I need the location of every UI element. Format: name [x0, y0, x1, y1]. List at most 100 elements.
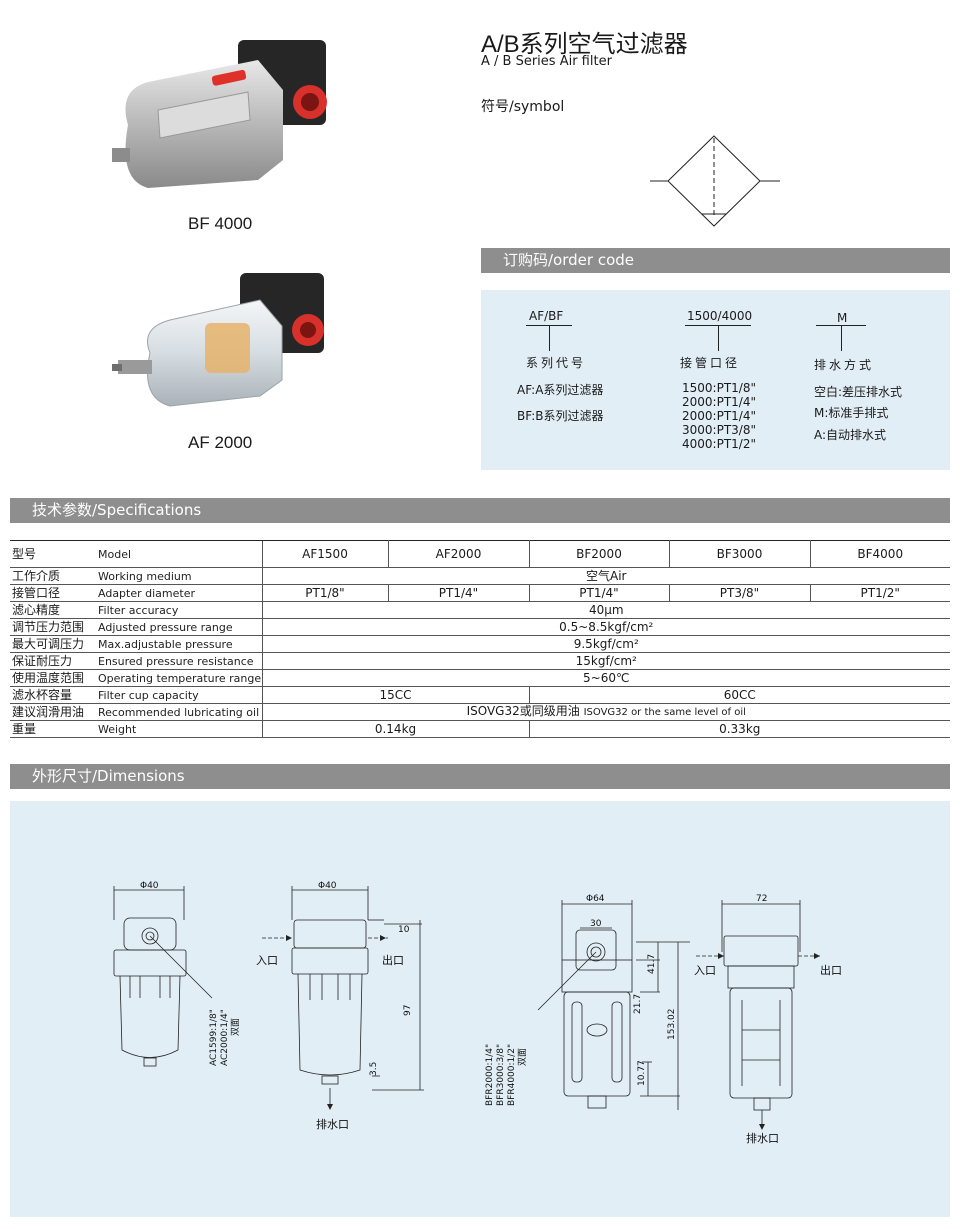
order-code-panel [481, 290, 950, 470]
order-code-col1-item: BF:B系列过滤器 [517, 409, 604, 423]
row-label-en: Filter cup capacity [96, 686, 262, 704]
dim-note: AC2000:1/4" [220, 1009, 230, 1066]
model-cell: BF3000 [668, 540, 811, 568]
table-cell: 0.33kg [528, 720, 950, 738]
table-cell: PT3/8" [668, 584, 811, 602]
table-cell: 0.14kg [261, 720, 530, 738]
table-cell: PT1/4" [528, 584, 670, 602]
dimensions-panel [10, 801, 950, 1217]
table-cell: 9.5kgf/cm² [261, 635, 950, 653]
order-code-col1-title: 系列代号 [526, 356, 587, 370]
model-cell: BF2000 [528, 540, 670, 568]
table-row: 工作介质 Working medium 空气Air [10, 567, 950, 585]
model-cell: AF2000 [387, 540, 530, 568]
row-label-en: Filter accuracy [96, 601, 262, 619]
row-label-zh: 重量 [10, 720, 96, 738]
dim-note: BFR4000:1/2" [507, 1044, 517, 1106]
dim-phi-label: Φ64 [586, 894, 605, 904]
product-caption-bf4000: BF 4000 [188, 214, 253, 233]
order-code-col3-stem [841, 325, 842, 351]
order-code-col2-item: 2000:PT1/4" [682, 409, 756, 423]
table-header-row: 型号 Model AF1500 AF2000 BF2000 BF3000 BF4… [10, 540, 950, 568]
order-code-col2-item: 3000:PT3/8" [682, 423, 756, 437]
row-label-zh: 使用温度范围 [10, 669, 96, 687]
dim-label: 21.7 [633, 994, 643, 1014]
product-image-af2000 [110, 268, 340, 418]
row-label-en: Weight [96, 720, 262, 738]
inlet-label: 入口 [694, 964, 716, 977]
dim-note: 双面 [517, 1048, 528, 1066]
symbol-label: 符号/symbol [481, 99, 565, 115]
dim-note: BFR2000:1/4" [485, 1044, 495, 1106]
order-code-col1-item: AF:A系列过滤器 [517, 383, 604, 397]
order-code-col2-item: 4000:PT1/2" [682, 437, 756, 451]
order-code-col1-code: AF/BF [529, 309, 564, 323]
order-code-col3-code: M [837, 311, 848, 325]
row-label-en: Ensured pressure resistance [96, 652, 262, 670]
product-caption-af2000: AF 2000 [188, 433, 253, 452]
dim-label: 153.02 [667, 1009, 677, 1041]
model-cell: AF1500 [261, 540, 389, 568]
table-row: 建议润滑用油 Recommended lubricating oil ISOVG… [10, 703, 950, 721]
table-cell: 5~60℃ [261, 669, 950, 687]
row-label-zh: 保证耐压力 [10, 652, 96, 670]
row-label-zh: 最大可调压力 [10, 635, 96, 653]
row-label-zh: 滤心精度 [10, 601, 96, 619]
order-code-col2-stem [718, 325, 719, 351]
dim-label: 3.5 [369, 1062, 379, 1076]
order-code-col3-item: 空白:差压排水式 [814, 385, 903, 399]
order-code-col2-item: 2000:PT1/4" [682, 395, 756, 409]
table-cell: 空气Air [261, 567, 950, 585]
row-label-en: Recommended lubricating oil [96, 703, 262, 721]
drain-label: 排水口 [316, 1117, 349, 1131]
dimensions-band: 外形尺寸/Dimensions [10, 764, 950, 789]
table-cell: 40μm [261, 601, 950, 619]
order-code-col3-item: A:自动排水式 [814, 428, 887, 442]
dim-note: BFR3000:3/8" [496, 1044, 506, 1106]
table-row: 保证耐压力 Ensured pressure resistance 15kgf/… [10, 652, 950, 670]
table-cell: 60CC [528, 686, 950, 704]
oil-value-cn: ISOVG32或同级用油 [466, 704, 580, 718]
table-cell: ISOVG32或同级用油 ISOVG32 or the same level o… [261, 703, 950, 721]
page-title: A/B系列空气过滤器 [481, 31, 688, 58]
specifications-table: 型号 Model AF1500 AF2000 BF2000 BF3000 BF4… [10, 540, 950, 738]
row-label-zh: 调节压力范围 [10, 618, 96, 636]
dimension-drawing-bf-side: 72 入口 出口 排水口 [690, 890, 850, 1150]
row-label-en: Working medium [96, 567, 262, 585]
specifications-band: 技术参数/Specifications [10, 498, 950, 523]
order-code-col3-title: 排水方式 [814, 358, 875, 372]
row-label-en: Model [96, 540, 262, 568]
row-label-zh: 接管口径 [10, 584, 96, 602]
dim-label: 10 [398, 925, 410, 935]
outlet-label: 出口 [820, 963, 842, 977]
inlet-label: 入口 [256, 954, 278, 967]
page-subtitle: A / B Series Air filter [481, 54, 612, 69]
order-code-col2-item: 1500:PT1/8" [682, 381, 756, 395]
row-label-en: Adapter diameter [96, 584, 262, 602]
drain-label: 排水口 [746, 1131, 779, 1145]
order-code-band: 订购码/order code [481, 248, 950, 273]
row-label-zh: 工作介质 [10, 567, 96, 585]
dim-label: 10.77 [637, 1060, 647, 1086]
order-code-col2-code: 1500/4000 [687, 309, 753, 323]
row-label-zh: 建议润滑用油 [10, 703, 96, 721]
filter-symbol-icon [648, 134, 783, 230]
table-cell: PT1/4" [387, 584, 530, 602]
dim-label: 41.7 [647, 954, 657, 974]
dim-label: 97 [403, 1005, 413, 1016]
row-label-en: Max.adjustable pressure [96, 635, 262, 653]
table-cell: 15kgf/cm² [261, 652, 950, 670]
table-row: 最大可调压力 Max.adjustable pressure 9.5kgf/cm… [10, 635, 950, 653]
order-code-col3-item: M:标准手排式 [814, 406, 889, 420]
dimension-drawing-ac-side: Φ40 10 97 3.5 入口 出口 排水口 [252, 880, 442, 1135]
table-row: 重量 Weight 0.14kg 0.33kg [10, 720, 950, 738]
model-cell: BF4000 [809, 540, 950, 568]
dim-note: 双面 [230, 1018, 241, 1036]
order-code-col1-stem [549, 325, 550, 351]
dimension-drawing-ac-front: Φ40 AC1599:1/8" AC2000:1/4" 双面 [100, 880, 250, 1080]
product-image-bf4000 [108, 30, 343, 200]
table-row: 滤水杯容量 Filter cup capacity 15CC 60CC [10, 686, 950, 704]
dim-phi-label: Φ40 [318, 881, 337, 891]
oil-value-en: ISOVG32 or the same level of oil [583, 707, 746, 718]
table-cell: PT1/2" [809, 584, 950, 602]
